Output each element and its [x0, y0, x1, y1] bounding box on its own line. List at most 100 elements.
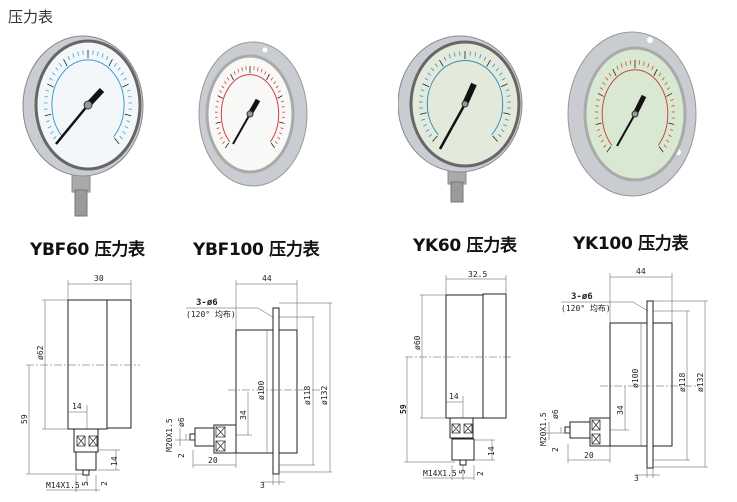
scale-tick [221, 85, 225, 89]
scale-tick [612, 68, 617, 77]
dim-hole-circle: ø118 [678, 373, 687, 392]
scale-tick [596, 98, 600, 101]
scale-tick [279, 121, 285, 124]
scale-tick [497, 133, 502, 138]
dim-gap: 2 [476, 471, 485, 476]
scale-tick [422, 83, 430, 88]
scale-tick [483, 56, 487, 61]
scale-tick [421, 118, 425, 121]
page-title: 压力表 [8, 8, 54, 26]
case-body [235, 329, 274, 454]
scale-tick [419, 112, 427, 115]
wrench-flat [449, 417, 474, 439]
dim-thread-length: 14 [110, 456, 119, 466]
scale-tick [503, 124, 507, 127]
scale-arc [220, 74, 280, 143]
dim-tip: 5 [81, 481, 90, 486]
scale-tick [603, 144, 607, 148]
thread-connector [75, 451, 97, 471]
scale-tick [427, 72, 432, 76]
drawing-ybf60: 30 ø62 59 14 14 2 5 M14X1.5 [20, 274, 140, 492]
thread-spec: M20X1.5 [165, 418, 174, 452]
dim-hole-circle: ø118 [303, 386, 312, 405]
scale-tick [50, 131, 54, 135]
scale-tick [72, 53, 75, 58]
scale-tick [224, 142, 230, 149]
drawing-ybf100: 44 3-ø6 (120° 均布) ø100 ø118 ø132 34 M20X… [165, 274, 332, 490]
scale-tick [223, 81, 227, 85]
scale-tick [506, 95, 511, 97]
scale-tick [119, 136, 123, 140]
dim-height: 59 [20, 414, 29, 424]
dim-holes: 3-ø6 [196, 298, 218, 308]
scale-tick [643, 61, 645, 66]
scale-tick [498, 72, 503, 76]
scale-tick [63, 59, 68, 67]
dial-scale [419, 51, 511, 142]
mounting-hole [647, 37, 653, 43]
drawing-yk100: 44 3-ø6 (120° 均布) ø100 ø118 ø132 34 M20X… [539, 267, 708, 483]
thread-connector [451, 438, 475, 461]
pointer-tail [462, 82, 477, 106]
product-label-ybf100: YBF100 压力表 [193, 240, 320, 260]
dim-pin: ø6 [177, 417, 186, 427]
thread-connector [194, 427, 215, 447]
scale-tick [653, 68, 658, 77]
scale-tick [108, 59, 113, 67]
scale-tick [120, 72, 124, 76]
scale-tick [658, 146, 664, 153]
scale-tick [67, 55, 70, 61]
scale-arc [426, 60, 504, 136]
scale-tick [430, 67, 435, 72]
scale-tick [215, 106, 219, 108]
scale-tick [47, 125, 52, 129]
dim-tip: 5 [458, 469, 467, 474]
scale-tick [215, 121, 221, 124]
product-label-ybf60: YBF60 压力表 [30, 240, 145, 260]
bezel [278, 329, 298, 454]
pointer-hub [246, 110, 254, 118]
dim-holes: 3-ø6 [571, 292, 593, 302]
scale-tick [124, 125, 129, 129]
dim-offset: 14 [449, 392, 459, 401]
scale-tick [423, 124, 427, 127]
scale-tick [122, 131, 126, 135]
scale-tick [598, 134, 602, 137]
scale-tick [474, 52, 477, 57]
scale-tick [279, 132, 282, 135]
scale-tick [501, 77, 506, 81]
dim-length: 20 [584, 451, 594, 460]
thread-stem [450, 181, 464, 203]
scale-tick [479, 54, 482, 59]
scale-tick [503, 112, 511, 115]
dim-length: 20 [208, 456, 218, 465]
product-label-yk60: YK60 压力表 [413, 236, 517, 256]
scale-tick [666, 92, 673, 97]
scale-tick [55, 67, 59, 71]
case-body [67, 299, 108, 430]
pointer-needle [438, 103, 467, 150]
dim-body-diameter: ø100 [257, 381, 266, 400]
scale-tick [670, 98, 674, 101]
scale-tick [602, 81, 606, 86]
scale-tick [668, 134, 672, 137]
dim-gap: 2 [551, 447, 560, 452]
product-label-yk100: YK100 压力表 [573, 234, 689, 254]
dim-flange-thickness: 3 [260, 481, 265, 490]
holes-note: (120° 均布) [186, 309, 236, 319]
scale-tick [280, 127, 284, 130]
scale-tick [59, 62, 63, 67]
scale-tick [439, 59, 444, 67]
scale-tick [264, 71, 267, 75]
bezel [652, 322, 673, 447]
scale-tick [219, 90, 223, 93]
thread-spec: M20X1.5 [539, 412, 548, 446]
scale-tick [275, 85, 279, 89]
scale-tick [616, 65, 619, 70]
scale-tick [218, 132, 221, 135]
scale-tick [664, 81, 668, 86]
scale-tick [52, 72, 56, 76]
dim-offset: 14 [72, 402, 82, 411]
scale-tick [651, 65, 654, 70]
thread-spec: M14X1.5 [423, 469, 457, 478]
